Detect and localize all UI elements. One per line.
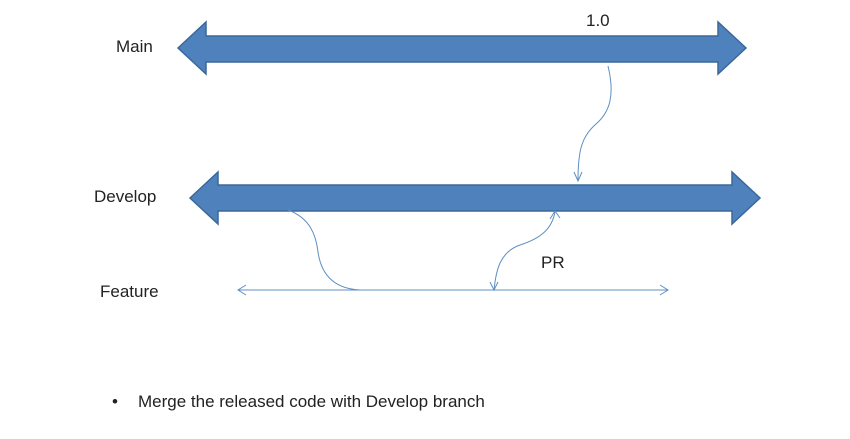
note-merge-released-code: Merge the released code with Develop bra… xyxy=(138,392,485,411)
main-branch-arrow xyxy=(176,20,748,76)
main-branch-label: Main xyxy=(116,37,153,56)
bullet-icon: • xyxy=(112,392,118,411)
pr-label: PR xyxy=(541,253,565,272)
feature-branch-left-head xyxy=(237,284,247,296)
release-tag-label: 1.0 xyxy=(586,11,610,30)
feature-branchoff-connector xyxy=(287,209,361,291)
pr-origin-arrowhead xyxy=(489,281,499,292)
feature-branch-label: Feature xyxy=(100,282,159,301)
pr-merge-arrowhead xyxy=(549,210,561,220)
release-merge-connector xyxy=(577,65,612,181)
pr-merge-connector xyxy=(493,211,556,291)
feature-branch-right-head xyxy=(659,284,669,296)
release-merge-arrowhead xyxy=(573,171,583,183)
develop-branch-label: Develop xyxy=(94,187,157,206)
develop-branch-arrow xyxy=(188,170,762,226)
